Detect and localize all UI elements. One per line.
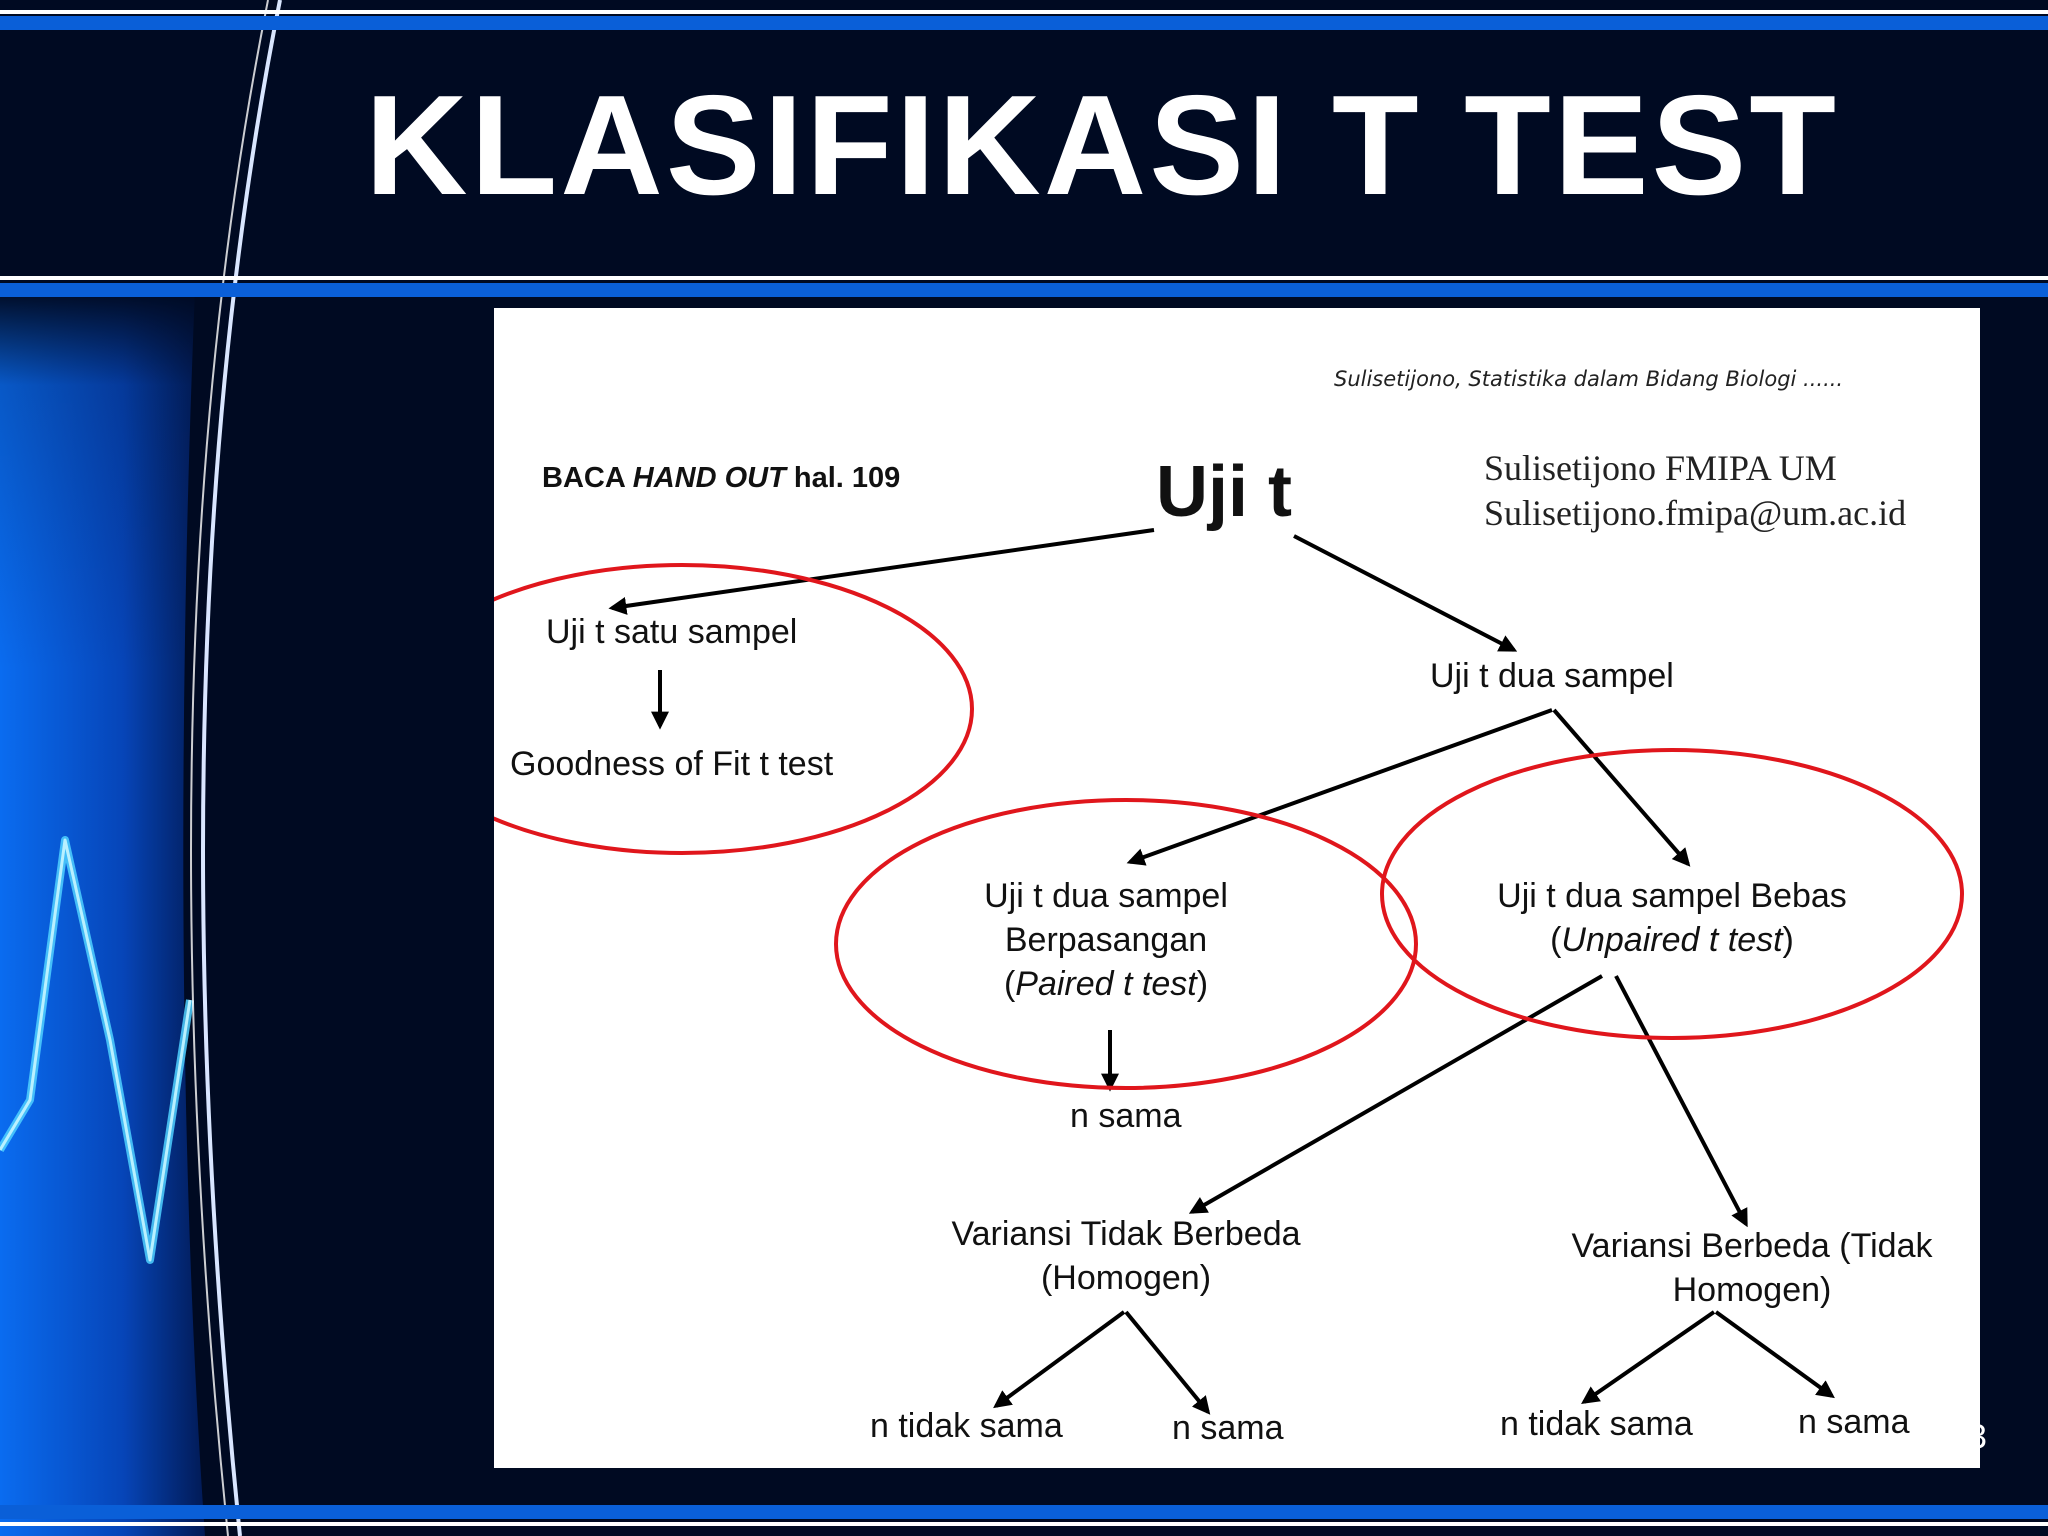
arrow-independent-to-heterogen	[1614, 975, 1748, 1228]
node-goodness-of-fit: Goodness of Fit t test	[510, 745, 834, 783]
paren-open: (	[1550, 921, 1562, 960]
arrow-two-sample-to-independent	[1552, 708, 1691, 867]
node-independent-line2: (Unpaired t test)	[1497, 918, 1847, 962]
node-variance-equal-line2: (Homogen)	[1040, 1259, 1212, 1298]
leaf-heterogen-n-tidak-sama: n tidak sama	[1500, 1405, 1693, 1443]
node-paired: Uji t dua sampel Berpasangan (Paired t t…	[984, 874, 1228, 1007]
highlight-ellipse-paired	[834, 798, 1418, 1090]
node-independent: Uji t dua sampel Bebas (Unpaired t test)	[1497, 874, 1847, 962]
arrow-root-to-one-sample	[608, 528, 1155, 615]
arrow-homogen-to-n-tidak-sama	[993, 1310, 1126, 1409]
author-email: Sulisetijono.fmipa@um.ac.id	[1484, 493, 1907, 533]
node-paired-emphasis: Paired t test	[1015, 965, 1197, 1004]
arrow-root-to-two-sample	[1293, 534, 1518, 652]
node-independent-line1: Uji t dua sampel Bebas	[1497, 877, 1847, 915]
node-independent-emphasis: Unpaired t test	[1561, 921, 1783, 960]
page-number: 3	[1968, 1418, 1987, 1456]
reading-note: BACA HAND OUT hal. 109	[542, 460, 900, 498]
reading-note-prefix: BACA	[542, 462, 633, 494]
node-variance-unequal: Variansi Berbeda (Tidak Homogen)	[1572, 1224, 1933, 1312]
node-variance-unequal-line1: Variansi Berbeda (Tidak	[1571, 1227, 1933, 1265]
node-paired-line1: Uji t dua sampel	[984, 877, 1228, 915]
node-variance-unequal-line2: Homogen)	[1672, 1271, 1832, 1310]
node-paired-line2: Berpasangan	[1004, 921, 1208, 960]
citation-text: Sulisetijono, Statistika dalam Bidang Bi…	[1334, 367, 1844, 391]
slide-title: KLASIFIKASI T TEST	[365, 66, 1839, 225]
arrow-heterogen-to-n-sama	[1714, 1310, 1835, 1399]
arrow-two-sample-to-paired	[1126, 708, 1553, 866]
flowchart-arrows	[494, 528, 1964, 1415]
node-paired-n-sama: n sama	[1070, 1097, 1182, 1135]
leaf-homogen-n-sama: n sama	[1172, 1409, 1284, 1447]
author-block: Sulisetijono FMIPA UM Sulisetijono.fmipa…	[1484, 446, 1906, 536]
leaf-homogen-n-tidak-sama: n tidak sama	[870, 1407, 1063, 1445]
node-paired-line3: (Paired t test)	[984, 962, 1228, 1006]
leaf-heterogen-n-sama: n sama	[1798, 1403, 1910, 1441]
arrow-heterogen-to-n-tidak-sama	[1581, 1310, 1716, 1405]
arrow-homogen-to-n-sama	[1124, 1310, 1211, 1415]
arrow-independent-to-homogen	[1188, 974, 1603, 1214]
highlight-ellipse-independent	[1380, 748, 1964, 1040]
paren-close: )	[1196, 965, 1209, 1004]
root-node: Uji t	[1156, 452, 1292, 532]
reading-note-emphasis: HAND OUT	[632, 462, 786, 494]
node-variance-equal-line1: Variansi Tidak Berbeda	[951, 1215, 1301, 1253]
node-one-sample: Uji t satu sampel	[546, 613, 798, 651]
paren-open: (	[1003, 965, 1016, 1004]
author-name: Sulisetijono FMIPA UM	[1484, 448, 1837, 488]
reading-note-suffix: hal. 109	[785, 462, 901, 494]
paren-close: )	[1782, 921, 1794, 960]
highlight-ellipse-one-sample	[494, 563, 974, 855]
node-two-sample: Uji t dua sampel	[1430, 657, 1674, 695]
node-variance-equal: Variansi Tidak Berbeda (Homogen)	[951, 1212, 1300, 1300]
diagram-panel: Sulisetijono, Statistika dalam Bidang Bi…	[494, 308, 1980, 1468]
